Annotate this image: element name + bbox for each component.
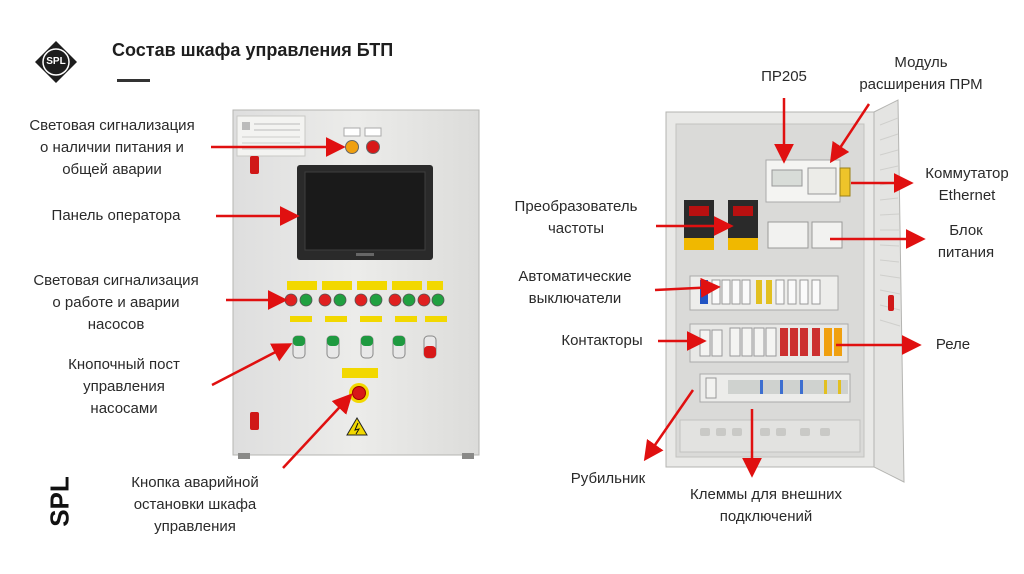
high-voltage-warning-icon — [346, 417, 368, 436]
name-plate — [236, 115, 306, 157]
label-button-post: Кнопочный пост управления насосами — [68, 356, 180, 417]
label-switch: Рубильник — [570, 470, 646, 487]
arrow-button-post — [211, 343, 293, 387]
label-terminals: Клеммы для внешних подключений — [690, 486, 842, 525]
label-power-signal: Световая сигнализация о наличии питания … — [29, 117, 195, 178]
power-signal-lamps — [343, 127, 382, 154]
label-prm-module: Модуль расширения ПРМ — [859, 54, 983, 93]
pump-signal-tags — [287, 281, 443, 290]
label-ethernet-switch: Коммутатор Ethernet — [925, 165, 1009, 204]
emergency-stop-button — [342, 368, 378, 403]
left-cabinet — [232, 109, 480, 459]
label-pr205: ПР205 — [761, 68, 807, 85]
label-pump-signal: Световая сигнализация о работе и аварии … — [33, 272, 199, 333]
label-power-supply: Блок питания — [937, 222, 995, 261]
label-relays: Реле — [935, 336, 971, 353]
label-operator-panel: Панель оператора — [51, 207, 181, 224]
pump-signal-lamps — [284, 293, 445, 307]
arrow-switch — [643, 389, 695, 462]
door-lock-icon — [250, 412, 259, 430]
arrow-prm-module — [829, 103, 871, 164]
title-underline — [117, 79, 150, 82]
page-title: Состав шкафа управления БТП — [112, 40, 394, 60]
spl-logo: SPL — [34, 40, 78, 84]
label-emergency-stop: Кнопка аварийной остановки шкафа управле… — [131, 474, 259, 535]
terminal-row — [699, 373, 851, 403]
callout-arrows — [211, 98, 926, 478]
label-contactors: Контакторы — [561, 332, 643, 349]
contactor-relay-row — [689, 323, 849, 363]
operator-panel — [297, 165, 433, 260]
pump-control-buttons — [292, 335, 437, 359]
label-breakers: Автоматические выключатели — [518, 268, 632, 307]
breaker-row — [689, 275, 839, 311]
door-lock-icon — [250, 156, 259, 174]
label-freq-converter: Преобразователь частоты — [514, 198, 638, 237]
logo-text: SPL — [46, 56, 66, 67]
arrow-breakers — [654, 277, 721, 298]
arrow-emergency-stop — [282, 393, 353, 469]
